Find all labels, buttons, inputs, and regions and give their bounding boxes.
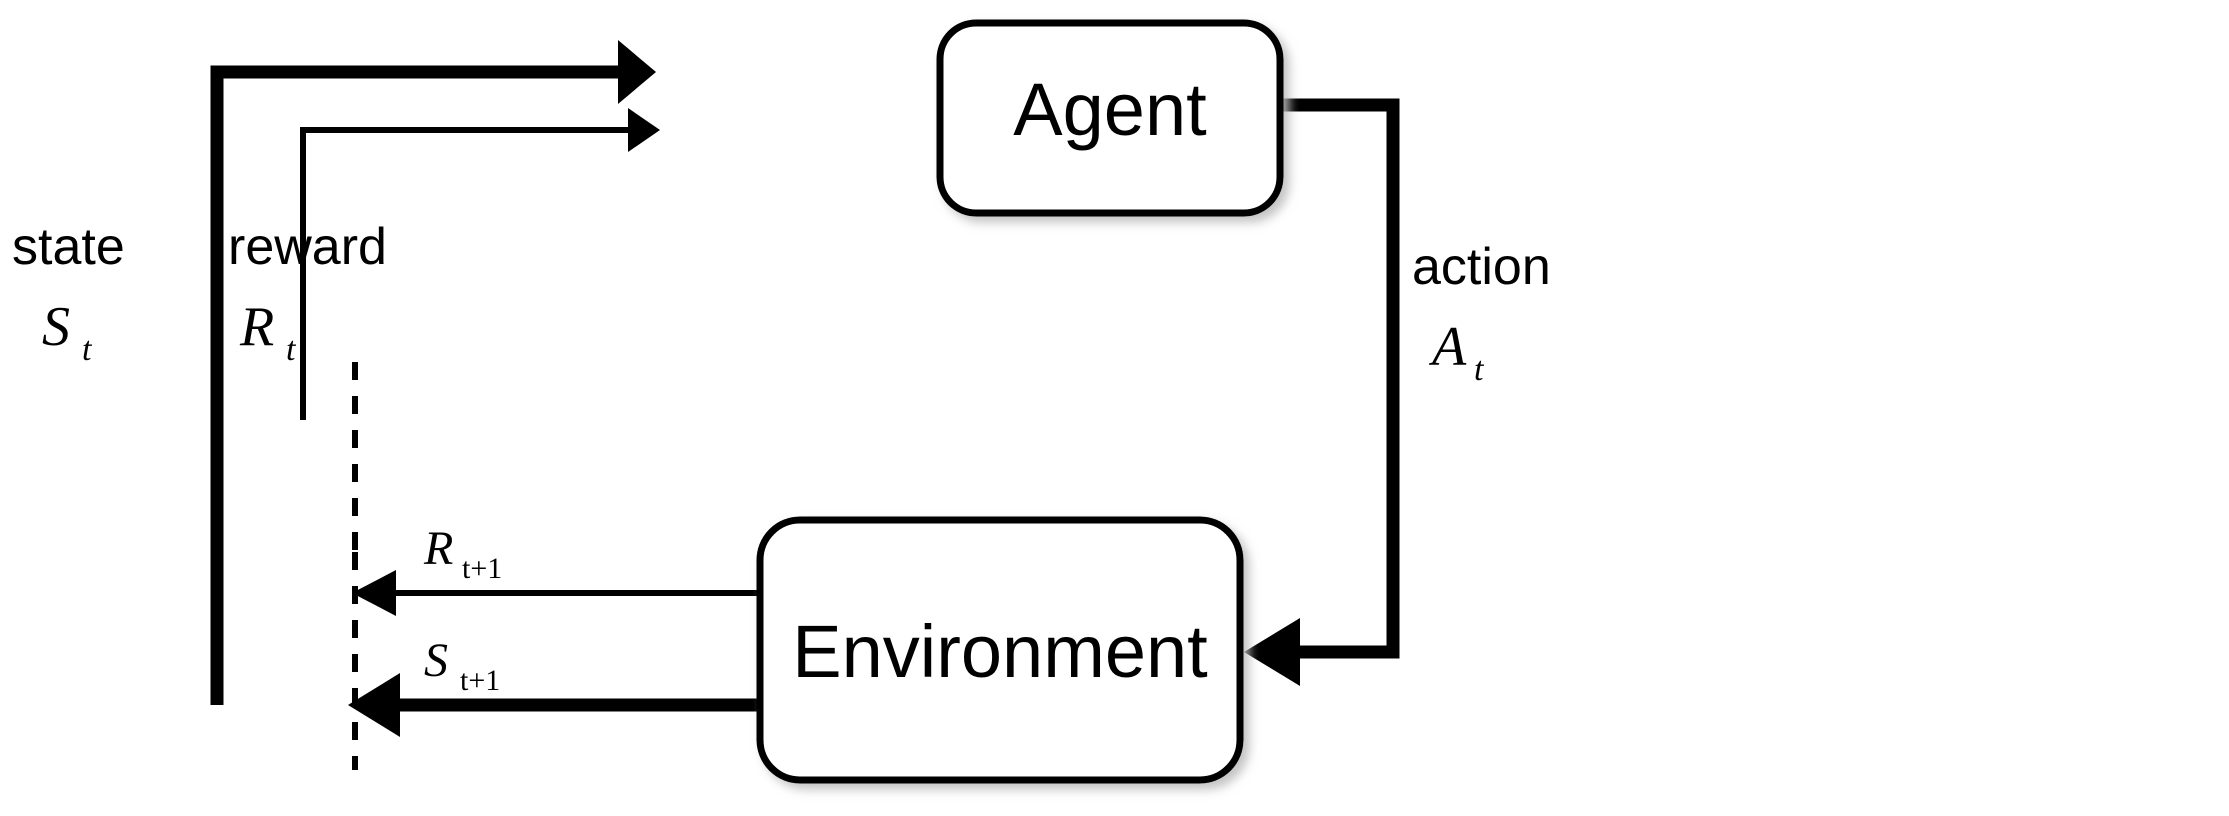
label-reward-next: R t+1 (423, 522, 502, 585)
reward-next-subscript-label: t+1 (462, 552, 502, 585)
agent-box-shape (936, 19, 1284, 217)
reward-next-arrowhead-icon (352, 570, 396, 616)
label-state: state S t (12, 218, 125, 368)
state-next-subscript-label: t+1 (460, 664, 500, 697)
action-subscript-label: t (1474, 351, 1485, 388)
edge-reward-next (352, 570, 760, 616)
action-word-label: action (1412, 238, 1551, 296)
environment-box-shape (756, 516, 1244, 784)
edge-state-next (348, 673, 760, 737)
reward-arrowhead-icon (628, 108, 660, 152)
label-state-next: S t+1 (424, 634, 500, 697)
state-symbol-label: S (42, 296, 70, 358)
reward-path (300, 127, 628, 420)
environment-label: Environment (792, 610, 1208, 693)
state-subscript-label: t (82, 331, 93, 368)
action-path (1280, 98, 1400, 659)
reward-word-label: reward (228, 218, 387, 276)
agent-environment-loop-svg: Agent Environment state S t reward R t a… (12, 19, 1551, 784)
action-symbol-label: A (1428, 316, 1467, 378)
state-path (210, 65, 620, 705)
state-next-symbol-label: S (424, 634, 448, 687)
action-arrowhead-icon (1244, 618, 1300, 686)
node-agent[interactable]: Agent (936, 19, 1284, 217)
edge-state-to-agent (210, 40, 656, 705)
state-next-arrowhead-icon (348, 673, 400, 737)
label-reward: reward R t (228, 218, 387, 368)
edge-reward-to-agent (300, 108, 660, 420)
node-environment[interactable]: Environment (756, 516, 1244, 784)
state-word-label: state (12, 218, 125, 276)
state-arrowhead-icon (618, 40, 656, 104)
agent-label: Agent (1013, 68, 1207, 151)
edge-action-to-environment (1244, 98, 1400, 686)
diagram-inner: Agent Environment state S t reward R t a… (12, 19, 1551, 784)
reward-symbol-label: R (239, 296, 274, 358)
label-action: action A t (1412, 238, 1551, 388)
reward-next-symbol-label: R (423, 522, 453, 575)
reward-subscript-label: t (286, 331, 297, 368)
